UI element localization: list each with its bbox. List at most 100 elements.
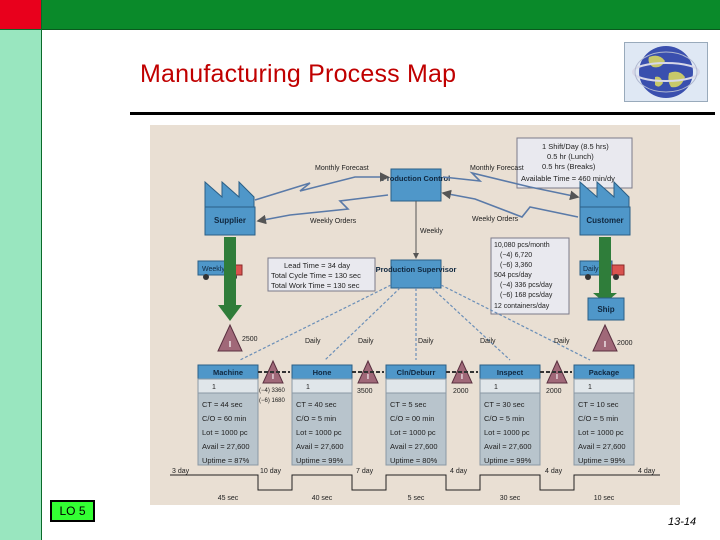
- machine-inventory-2: (−6) 1680: [259, 398, 286, 404]
- svg-text:CT = 10 sec: CT = 10 sec: [578, 400, 619, 409]
- svg-text:I: I: [556, 374, 558, 381]
- svg-text:1: 1: [306, 384, 310, 391]
- svg-text:Lot = 1000 pc: Lot = 1000 pc: [296, 428, 342, 437]
- svg-text:Production Supervisor: Production Supervisor: [376, 265, 457, 274]
- daily-label-5: Daily: [554, 338, 570, 345]
- svg-text:C/O = 60 min: C/O = 60 min: [202, 414, 246, 423]
- daily-schedule-lines: [239, 284, 591, 361]
- side-bar: [0, 30, 42, 540]
- svg-text:Lot = 1000 pc: Lot = 1000 pc: [202, 428, 248, 437]
- monthly-forecast-right: Monthly Forecast: [470, 165, 524, 172]
- top-bar: [42, 0, 720, 30]
- daily-truck-label: Daily: [583, 266, 599, 273]
- globe-icon: [624, 42, 708, 102]
- svg-text:Lot = 1000 pc: Lot = 1000 pc: [390, 428, 436, 437]
- svg-text:Lot = 1000 pc: Lot = 1000 pc: [484, 428, 530, 437]
- svg-text:Avail = 27,600: Avail = 27,600: [390, 442, 438, 451]
- weekly-orders-left: Weekly Orders: [310, 218, 357, 225]
- svg-text:C/O = 5 min: C/O = 5 min: [484, 414, 524, 423]
- svg-text:Uptime = 99%: Uptime = 99%: [578, 456, 626, 465]
- supplier-label: Supplier: [214, 216, 246, 225]
- customer-label: Customer: [586, 216, 623, 225]
- info-flow-arrows: [254, 171, 580, 225]
- process-map-figure: 1 Shift/Day (8.5 hrs) 0.5 hr (Lunch) 0.5…: [150, 125, 680, 505]
- svg-text:I: I: [272, 374, 274, 381]
- weekly-orders-right: Weekly Orders: [472, 216, 519, 223]
- lead-time-ladder: 3 day 10 day 7 day 4 day 4 day 4 day 45 …: [170, 468, 660, 502]
- svg-text:CT = 30 sec: CT = 30 sec: [484, 400, 525, 409]
- shift-info-box: 1 Shift/Day (8.5 hrs) 0.5 hr (Lunch) 0.5…: [516, 137, 633, 189]
- svg-text:Avail = 27,600: Avail = 27,600: [484, 442, 532, 451]
- svg-text:Available Time = 460 min/dy: Available Time = 460 min/dy: [521, 174, 615, 183]
- svg-text:3 day: 3 day: [172, 468, 190, 475]
- svg-text:504 pcs/day: 504 pcs/day: [494, 272, 532, 279]
- svg-text:(−4) 336 pcs/day: (−4) 336 pcs/day: [500, 282, 553, 289]
- process-inspect: Inspect 1 CT = 30 sec C/O = 5 min Lot = …: [479, 364, 541, 466]
- svg-text:45 sec: 45 sec: [218, 495, 239, 502]
- svg-text:Total Cycle Time = 130 sec: Total Cycle Time = 130 sec: [271, 271, 361, 280]
- inventory-first-count: 2500: [242, 336, 258, 343]
- svg-text:4 day: 4 day: [545, 468, 563, 475]
- daily-label-3: Daily: [418, 338, 434, 345]
- daily-label-2: Daily: [358, 338, 374, 345]
- page-number: 13-14: [668, 516, 697, 528]
- svg-text:Production Control: Production Control: [382, 174, 450, 183]
- svg-text:5 sec: 5 sec: [408, 495, 425, 502]
- svg-text:Cln/Deburr: Cln/Deburr: [397, 368, 436, 377]
- process-machine: Machine 1 CT = 44 sec C/O = 60 min Lot =…: [197, 364, 259, 466]
- daily-label-4: Daily: [480, 338, 496, 345]
- production-supervisor-box: Production Supervisor: [376, 259, 457, 289]
- monthly-forecast-left: Monthly Forecast: [315, 165, 369, 172]
- demand-box: 10,080 pcs/month (−4) 6,720 (−6) 3,360 5…: [490, 237, 570, 315]
- svg-text:12 containers/day: 12 containers/day: [494, 303, 550, 310]
- svg-text:I: I: [604, 340, 606, 349]
- lo-badge: LO 5: [50, 500, 95, 522]
- supplier-factory-icon: Supplier: [204, 180, 256, 236]
- machine-inventory-1: (−4) 3360: [259, 388, 286, 394]
- svg-text:4 day: 4 day: [638, 468, 656, 475]
- cln-inventory: 2000: [453, 388, 469, 395]
- svg-text:40 sec: 40 sec: [312, 495, 333, 502]
- svg-text:Uptime = 99%: Uptime = 99%: [296, 456, 344, 465]
- slide-title: Manufacturing Process Map: [140, 60, 457, 88]
- ship-box: Ship: [587, 297, 625, 321]
- svg-text:C/O = 5 min: C/O = 5 min: [578, 414, 618, 423]
- svg-text:I: I: [367, 374, 369, 381]
- daily-label-1: Daily: [305, 338, 321, 345]
- svg-text:CT = 5 sec: CT = 5 sec: [390, 400, 427, 409]
- svg-text:Avail = 27,600: Avail = 27,600: [202, 442, 250, 451]
- svg-text:Lot = 1000 pc: Lot = 1000 pc: [578, 428, 624, 437]
- process-package: Package 1 CT = 10 sec C/O = 5 min Lot = …: [573, 364, 635, 466]
- corner-block: [0, 0, 42, 30]
- customer-down-arrow: [593, 237, 617, 303]
- svg-text:Ship: Ship: [597, 305, 614, 314]
- svg-text:1: 1: [212, 384, 216, 391]
- inventory-ship-count: 2000: [617, 340, 633, 347]
- svg-text:4 day: 4 day: [450, 468, 468, 475]
- svg-text:1: 1: [494, 384, 498, 391]
- svg-text:(−4) 6,720: (−4) 6,720: [500, 252, 532, 259]
- svg-text:Machine: Machine: [213, 368, 243, 377]
- inspect-inventory: 2000: [546, 388, 562, 395]
- inventory-triangle-icon: I: [592, 323, 618, 352]
- hone-inventory: 3500: [357, 388, 373, 395]
- svg-text:C/O = 00 min: C/O = 00 min: [390, 414, 434, 423]
- process-cln-deburr: Cln/Deburr CT = 5 sec C/O = 00 min Lot =…: [385, 364, 447, 466]
- customer-factory-icon: Customer: [579, 180, 631, 236]
- svg-text:Lead Time = 34 day: Lead Time = 34 day: [284, 261, 350, 270]
- svg-text:10 day: 10 day: [260, 468, 282, 475]
- supplier-down-arrow: [218, 237, 242, 321]
- svg-text:(−6) 168 pcs/day: (−6) 168 pcs/day: [500, 292, 553, 299]
- svg-text:0.5 hr (Lunch): 0.5 hr (Lunch): [547, 152, 594, 161]
- svg-text:Uptime = 87%: Uptime = 87%: [202, 456, 250, 465]
- svg-text:30 sec: 30 sec: [500, 495, 521, 502]
- lead-time-box: Lead Time = 34 day Total Cycle Time = 13…: [267, 257, 376, 292]
- svg-text:Uptime = 99%: Uptime = 99%: [484, 456, 532, 465]
- title-divider: [130, 112, 715, 115]
- svg-text:Hone: Hone: [313, 368, 332, 377]
- svg-text:10,080 pcs/month: 10,080 pcs/month: [494, 242, 550, 249]
- svg-text:1: 1: [588, 384, 592, 391]
- svg-text:Total Work Time = 130 sec: Total Work Time = 130 sec: [271, 281, 360, 290]
- inventory-triangle-icon: I: [217, 323, 243, 352]
- svg-text:0.5 hrs (Breaks): 0.5 hrs (Breaks): [542, 162, 596, 171]
